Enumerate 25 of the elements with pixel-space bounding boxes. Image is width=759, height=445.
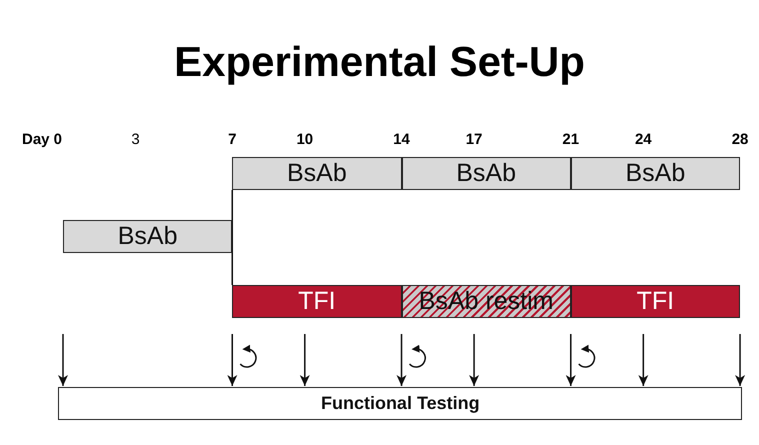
arrow — [396, 334, 407, 386]
treatment-bar: TFI — [570, 285, 740, 318]
arrow — [227, 334, 238, 386]
day-label: 28 — [732, 131, 748, 148]
day-label: Day 0 — [22, 131, 62, 148]
arrow — [638, 334, 648, 386]
day-label: 14 — [393, 131, 410, 148]
day-label: 7 — [228, 131, 236, 148]
treatment-bar: BsAb — [402, 157, 571, 190]
day-label: 10 — [296, 131, 314, 148]
day-label: 3 — [131, 131, 140, 148]
treatment-bar: BsAb — [570, 157, 740, 190]
arrow — [58, 334, 68, 386]
assay-bar: Functional Testing — [58, 387, 742, 420]
arrow — [469, 334, 480, 386]
treatment-bar: BsAb — [63, 220, 232, 253]
arrow — [735, 334, 746, 386]
day-label: 17 — [466, 131, 482, 148]
arrow — [566, 334, 576, 386]
title: Experimental Set-Up — [173, 38, 586, 86]
arrow — [300, 334, 310, 386]
treatment-bar: BsAb — [232, 157, 402, 190]
day-label: 24 — [634, 131, 652, 148]
day-label: 21 — [562, 131, 580, 148]
treatment-bar: TFI — [232, 285, 402, 318]
